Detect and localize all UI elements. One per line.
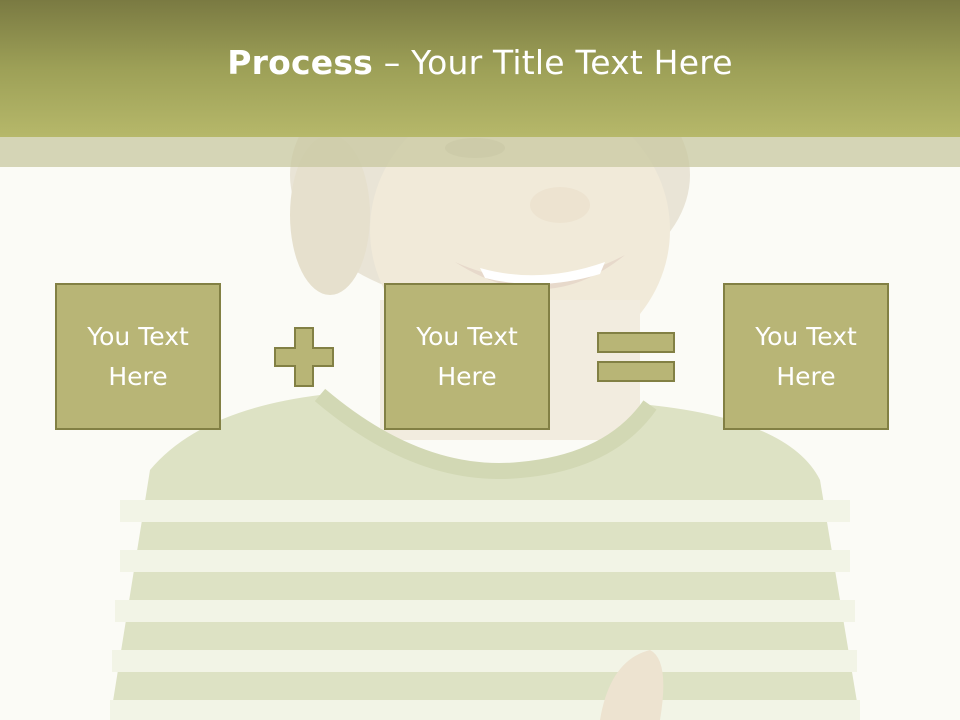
equals-icon	[597, 332, 675, 382]
title-underline-stripe	[0, 137, 960, 167]
title-bar: Process – Your Title Text Here	[0, 0, 960, 137]
process-box-label: You Text Here	[87, 321, 189, 391]
process-box-label: You Text Here	[416, 321, 518, 391]
process-box-2[interactable]: You Text Here	[384, 283, 550, 430]
process-box-1[interactable]: You Text Here	[55, 283, 221, 430]
slide-title: Process – Your Title Text Here	[227, 43, 733, 82]
title-rest: – Your Title Text Here	[373, 43, 733, 82]
title-bold: Process	[227, 43, 374, 82]
plus-icon	[274, 327, 334, 387]
process-box-label: You Text Here	[755, 321, 857, 391]
process-box-3[interactable]: You Text Here	[723, 283, 889, 430]
